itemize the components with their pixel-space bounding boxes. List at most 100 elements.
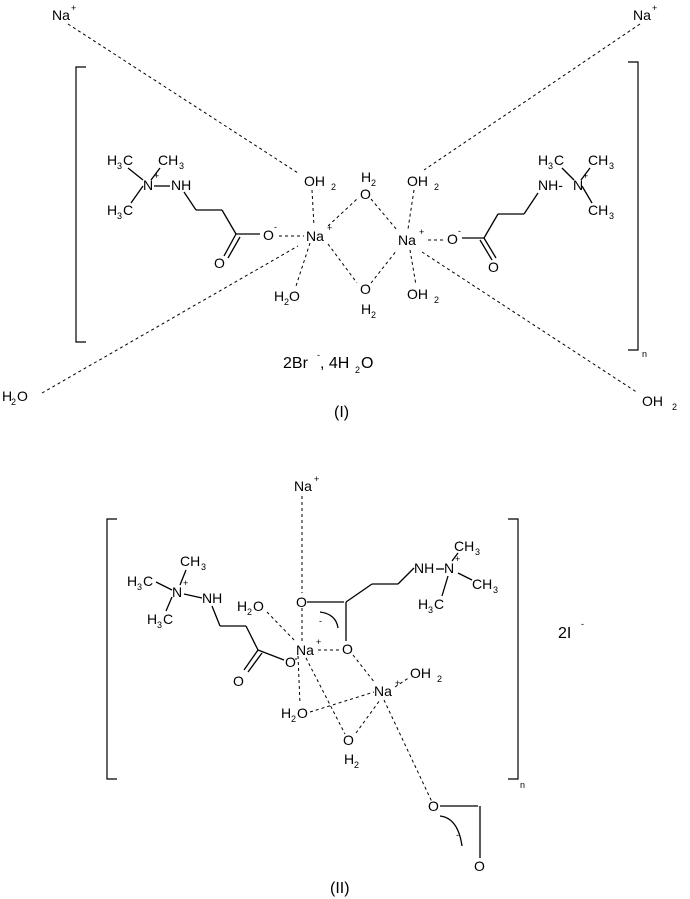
structure-I-link-top-left [67,23,299,174]
svg-text:2: 2 [434,295,439,305]
svg-text:3: 3 [157,620,162,630]
svg-text:C: C [434,596,444,612]
svg-text:3: 3 [201,562,206,572]
svg-text:O: O [428,798,439,814]
svg-text:3: 3 [493,585,498,595]
structure-I-counterions: 2Br - , 4H 2 O [283,350,373,375]
svg-text:-: - [458,226,461,236]
structure-II-label: (II) [330,880,350,897]
structure-I-outer-water-left: H 2 O [2,388,28,407]
svg-text:OH: OH [304,173,325,189]
structure-I-sodium-core: Na + Na + OH 2 H 2 O OH 2 H 2 O O H 2 OH… [274,169,446,320]
structure-II-lower-carboxylate: O O - [428,798,485,874]
structure-II: n 2I - Na + CH 3 H 3 C N + NH H 3 C [106,474,584,897]
svg-text:Na: Na [52,7,70,23]
svg-text:O: O [289,288,300,304]
svg-text:CH: CH [180,553,200,569]
svg-text:C: C [143,573,153,589]
svg-text:2: 2 [247,607,252,617]
structure-II-top-na: Na [294,478,312,494]
svg-text:N: N [172,584,182,600]
svg-text:H: H [538,152,548,168]
svg-text:CH: CH [472,576,492,592]
svg-text:OH: OH [407,286,428,302]
svg-text:O: O [488,259,499,275]
svg-text:O: O [17,388,28,404]
svg-text:2I: 2I [558,625,571,642]
svg-text:-: - [317,350,320,360]
structure-II-counterion: 2I - [558,619,584,642]
svg-text:, 4H: , 4H [320,355,349,372]
structure-I-outer-na-left: Na + [52,3,76,23]
svg-text:+: + [583,171,588,181]
svg-text:-: - [456,830,459,840]
svg-text:H: H [127,573,137,589]
svg-text:+: + [316,637,321,647]
svg-text:N: N [573,177,583,193]
svg-text:+: + [183,578,188,588]
svg-text:-: - [274,222,277,232]
svg-text:NH: NH [414,560,434,576]
svg-text:H: H [274,288,284,304]
structure-I-link-bottom-right [421,251,639,394]
svg-text:H: H [107,202,117,218]
svg-text:2: 2 [355,365,360,375]
svg-text:O: O [360,281,371,297]
svg-text:NH-: NH- [538,177,563,193]
svg-text:Na: Na [633,7,651,23]
svg-text:N: N [444,560,454,576]
structure-I-right-bracket [628,61,639,351]
svg-text:+: + [71,3,76,13]
svg-text:O: O [343,732,354,748]
svg-text:O: O [296,594,307,610]
svg-text:2: 2 [371,178,376,188]
svg-text:O: O [263,227,274,243]
svg-text:H: H [147,611,157,627]
svg-text:2: 2 [354,760,359,770]
svg-text:3: 3 [475,547,480,557]
svg-text:2: 2 [11,397,16,407]
svg-text:CH: CH [454,538,474,554]
svg-text:C: C [123,202,133,218]
svg-text:NH: NH [171,177,191,193]
svg-text:3: 3 [137,582,142,592]
svg-text:O: O [285,654,296,670]
svg-text:3: 3 [117,161,122,171]
svg-text:3: 3 [117,211,122,221]
svg-text:Na: Na [296,642,314,658]
svg-text:Na: Na [306,228,324,244]
svg-text:+: + [419,227,424,237]
svg-text:C: C [163,611,173,627]
svg-text:Na: Na [398,232,416,248]
svg-text:O: O [297,705,308,721]
svg-text:3: 3 [179,161,184,171]
svg-text:+: + [455,554,460,564]
svg-text:3: 3 [609,161,614,171]
svg-text:O: O [447,231,458,247]
svg-text:H: H [418,596,428,612]
svg-text:2Br: 2Br [283,355,309,372]
svg-text:N: N [143,177,153,193]
svg-text:Na: Na [374,683,392,699]
structure-I-link-top-right [423,23,641,171]
svg-text:CH: CH [158,152,178,168]
svg-text:+: + [327,223,332,233]
svg-text:3: 3 [428,605,433,615]
svg-text:CH: CH [588,152,608,168]
structure-I-polymer-index: n [642,349,647,359]
svg-text:3: 3 [609,211,614,221]
structure-I-link-bottom-left [41,245,299,394]
structure-I-left-ligand: H 3 C CH 3 N + NH H 3 C O O - [107,152,277,271]
svg-text:3: 3 [548,161,553,171]
svg-text:-: - [319,616,322,626]
structure-II-left-bracket [106,518,117,780]
svg-text:H: H [361,169,371,185]
structure-I: n Na + Na + H 2 O OH 2 H 3 C CH [2,3,677,421]
svg-text:+: + [395,678,400,688]
svg-text:OH: OH [407,173,428,189]
svg-text:OH: OH [410,665,431,681]
svg-text:O: O [361,355,373,372]
svg-text:2: 2 [672,402,677,412]
structure-II-polymer-index: n [520,780,525,790]
